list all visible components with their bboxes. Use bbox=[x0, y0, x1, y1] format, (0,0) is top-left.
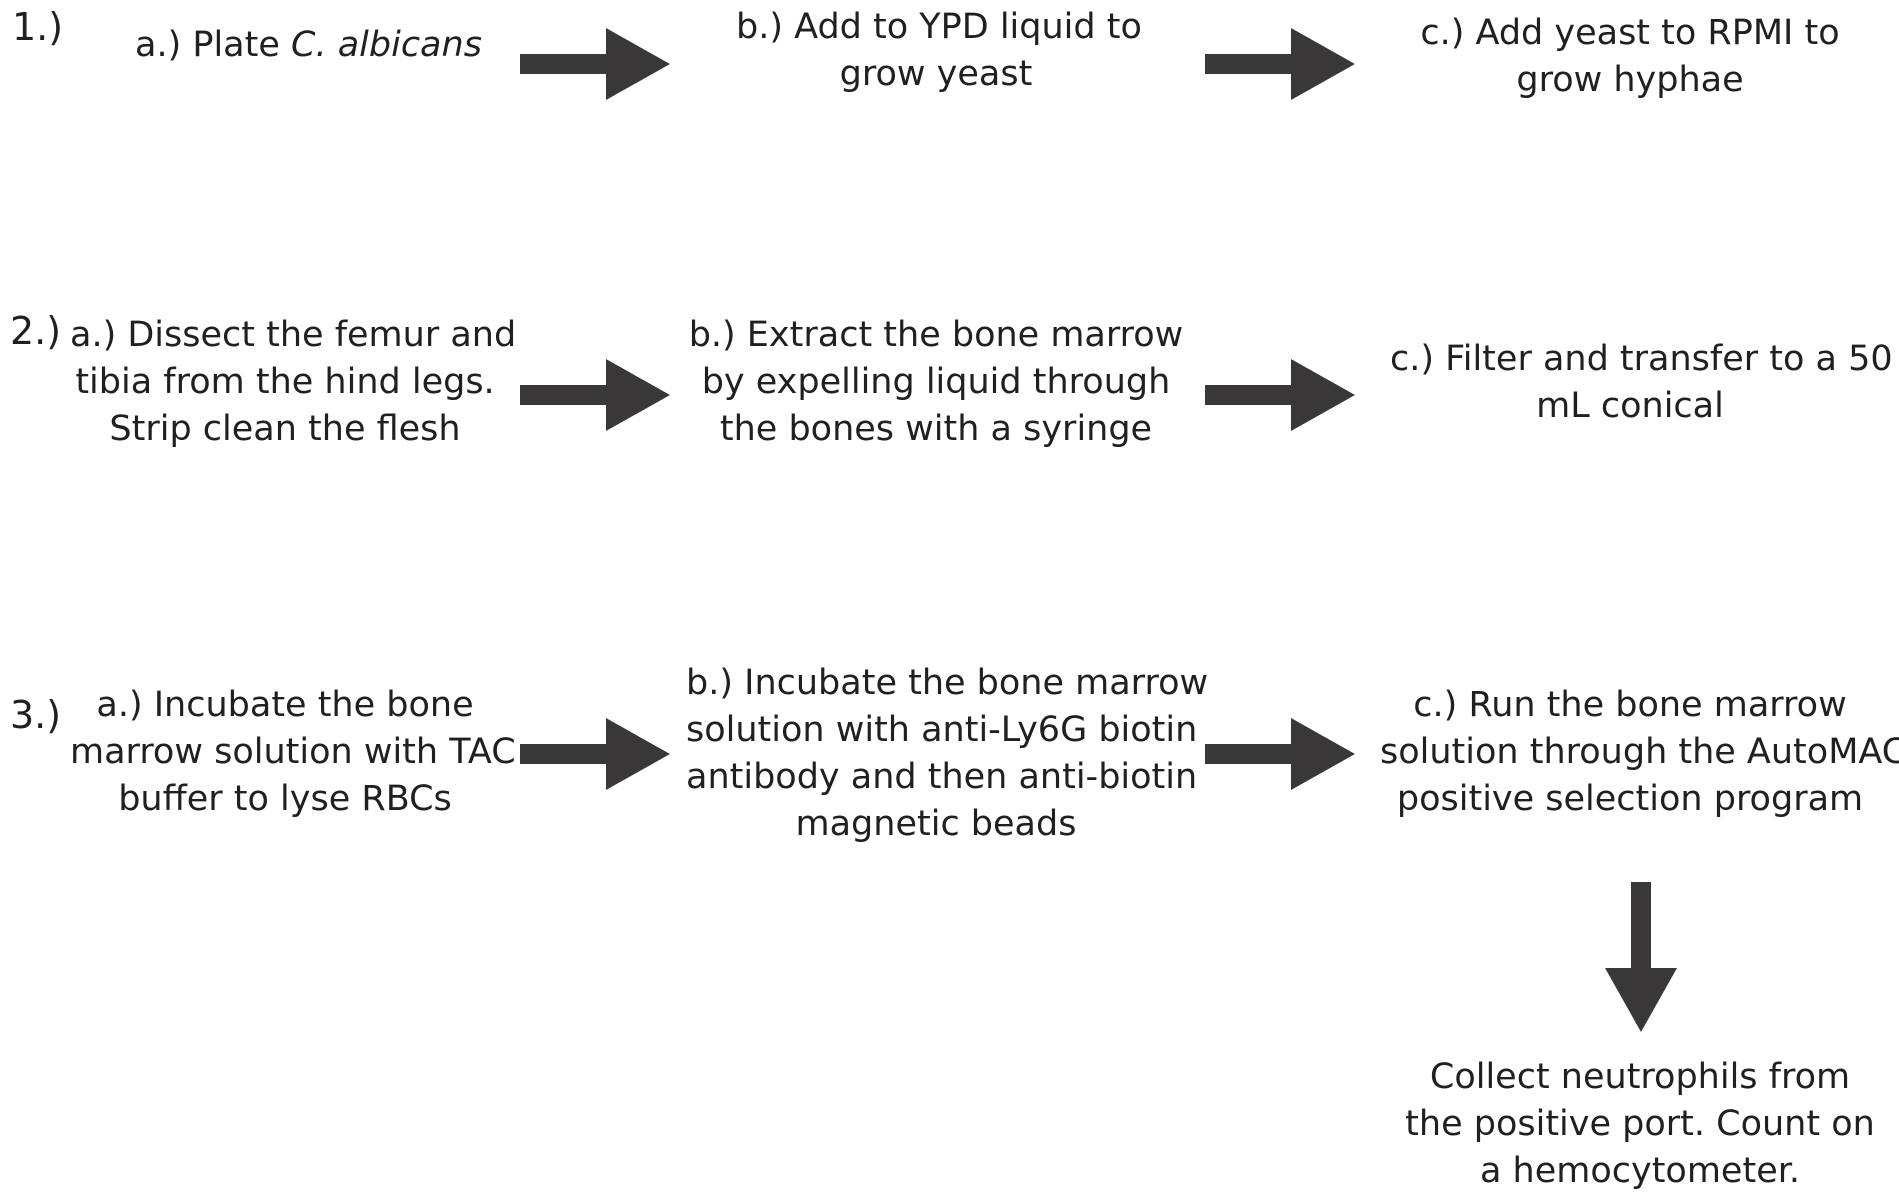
step-3b: b.) Incubate the bone marrow solution wi… bbox=[686, 663, 1209, 844]
step-1b: b.) Add to YPD liquid to grow yeast bbox=[736, 7, 1142, 94]
step-2a: a.) Dissect the femur and tibia from the… bbox=[70, 315, 517, 449]
step-1a: a.) Plate C. albicans bbox=[135, 25, 482, 65]
arrow-right-icon bbox=[520, 359, 670, 431]
arrow-right-icon bbox=[520, 28, 670, 100]
step-3a: a.) Incubate the bone marrow solution wi… bbox=[70, 685, 516, 819]
row-2-number: 2.) bbox=[10, 309, 62, 353]
arrow-right-icon bbox=[1205, 718, 1355, 790]
step-3c: c.) Run the bone marrow solution through… bbox=[1380, 685, 1899, 819]
arrow-right-icon bbox=[1205, 359, 1355, 431]
arrow-right-icon bbox=[1205, 28, 1355, 100]
step-2c: c.) Filter and transfer to a 50 mL conic… bbox=[1390, 339, 1893, 426]
row-3-number: 3.) bbox=[10, 693, 62, 737]
row-1-number: 1.) bbox=[12, 5, 64, 49]
arrow-down-icon bbox=[1605, 882, 1677, 1032]
arrow-right-icon bbox=[520, 718, 670, 790]
step-1c: c.) Add yeast to RPMI to grow hyphae bbox=[1420, 13, 1840, 100]
step-2b: b.) Extract the bone marrow by expelling… bbox=[688, 315, 1184, 449]
final-step: Collect neutrophils from the positive po… bbox=[1405, 1057, 1875, 1191]
step-1a-organism: C. albicans bbox=[291, 25, 482, 65]
